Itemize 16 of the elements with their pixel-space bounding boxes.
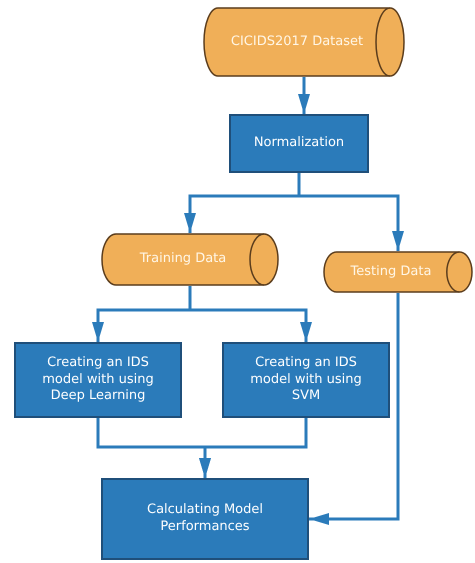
arrow [199, 418, 308, 478]
process-box [222, 342, 390, 418]
arrow [188, 286, 312, 342]
node-text: Calculating Model Performances [146, 502, 264, 536]
arrow [298, 77, 310, 114]
arrow [309, 293, 400, 525]
process-box [14, 342, 182, 418]
node-text: Normalization [254, 135, 344, 152]
arrow [298, 173, 404, 251]
node-text: Creating an IDS model with using Deep Learning [41, 354, 155, 406]
node-text: Testing Data [350, 264, 432, 280]
node-text: Training Data [138, 251, 228, 268]
node-text: Creating an IDS model with using SVM [249, 354, 363, 406]
process-box [229, 114, 369, 173]
node-text: CICIDS2017 Dataset [230, 34, 364, 50]
process-box [101, 478, 309, 560]
